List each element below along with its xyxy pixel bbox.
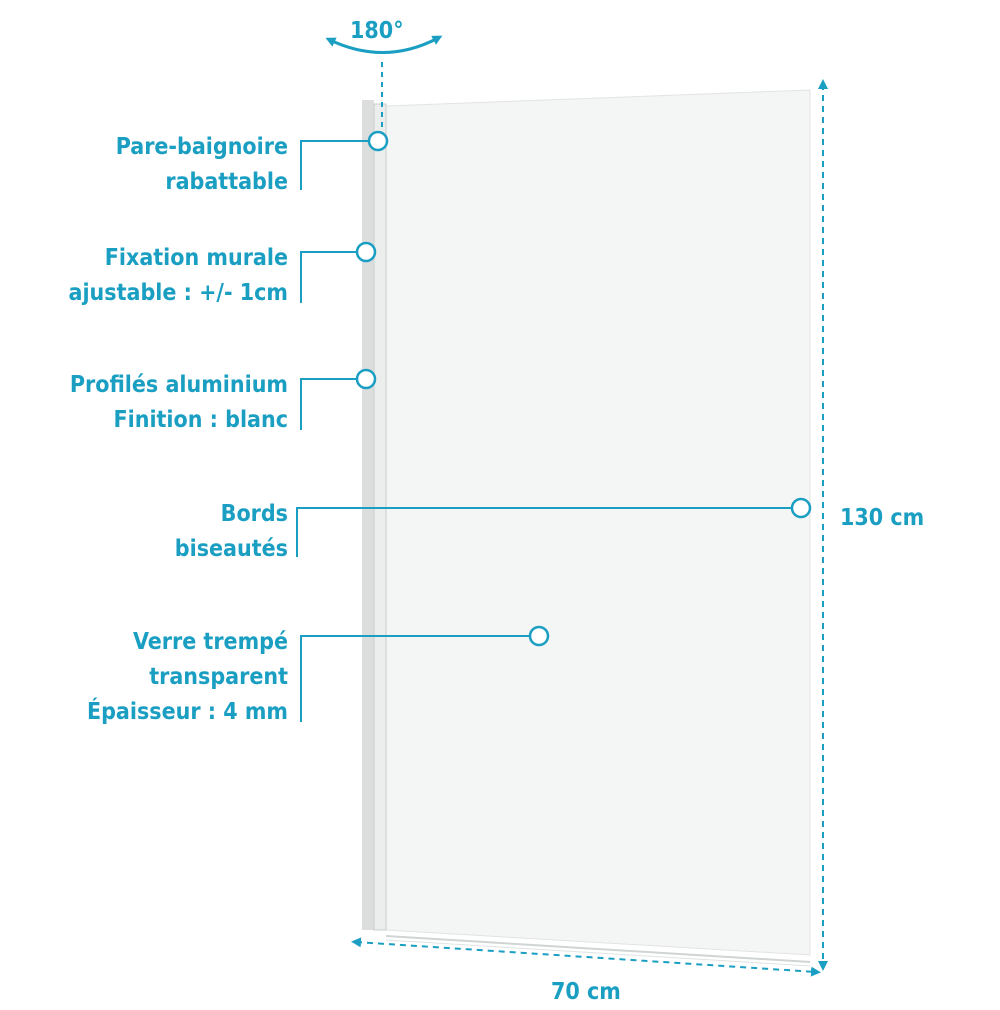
hinge-callout-line-1: Pare-baignoire bbox=[115, 134, 288, 160]
wall-fixing-callout-line-1: Fixation murale bbox=[104, 245, 288, 271]
glass-callout-line-2: transparent bbox=[149, 664, 288, 690]
aluminium-profile bbox=[362, 100, 374, 930]
hinge-callout: Pare-baignoire rabattable bbox=[116, 130, 288, 200]
glass-panel bbox=[385, 89, 811, 956]
edges-callout: Bords biseautés bbox=[175, 497, 288, 567]
profiles-callout: Profilés aluminium Finition : blanc bbox=[70, 368, 288, 438]
profiles-callout-line-1: Profilés aluminium bbox=[69, 372, 288, 398]
width-dimension-label: 70 cm bbox=[551, 979, 621, 1005]
profiles-marker bbox=[355, 368, 377, 390]
profiles-callout-line-2: Finition : blanc bbox=[113, 407, 288, 433]
edges-callout-line-1: Bords bbox=[220, 501, 288, 527]
glass-leader bbox=[300, 635, 529, 722]
wall-fixing-leader bbox=[300, 251, 357, 303]
wall-fixing-marker bbox=[355, 241, 377, 263]
edges-marker bbox=[790, 497, 812, 519]
aluminium-profile-inner bbox=[373, 103, 387, 931]
height-dimension-label: 130 cm bbox=[840, 505, 925, 531]
glass-callout-line-1: Verre trempé bbox=[132, 629, 288, 655]
wall-fixing-callout: Fixation murale ajustable : +/- 1cm bbox=[69, 241, 288, 311]
hinge-callout-line-2: rabattable bbox=[165, 169, 288, 195]
glass-callout-line-3: Épaisseur : 4 mm bbox=[86, 699, 288, 725]
edges-leader bbox=[296, 507, 792, 557]
hinge-leader bbox=[300, 140, 369, 190]
hinge-marker bbox=[367, 130, 389, 152]
wall-fixing-callout-line-2: ajustable : +/- 1cm bbox=[68, 280, 288, 306]
glass-callout: Verre trempé transparent Épaisseur : 4 m… bbox=[87, 625, 288, 730]
profiles-leader bbox=[300, 378, 357, 430]
rotation-label: 180° bbox=[350, 18, 404, 44]
glass-marker bbox=[528, 625, 550, 647]
edges-callout-line-2: biseautés bbox=[174, 536, 288, 562]
rotation-arrow bbox=[325, 35, 443, 54]
